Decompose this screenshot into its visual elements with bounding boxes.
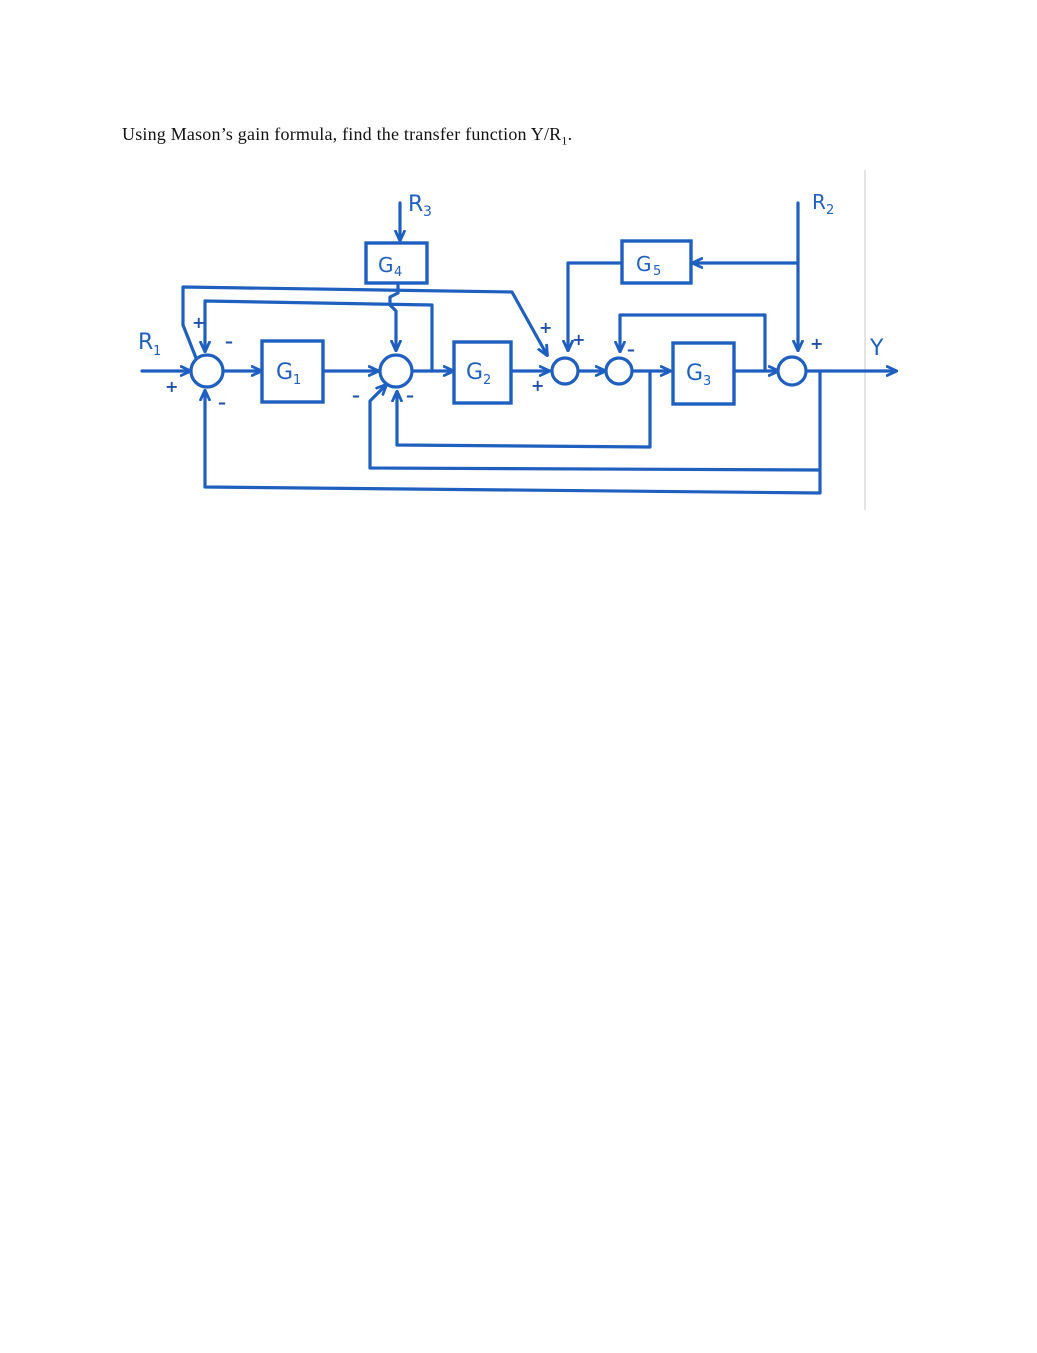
question-suffix: . [567, 124, 573, 144]
g4-to-s2-path [388, 283, 398, 350]
signal-r2: R 2 [812, 190, 834, 218]
s3-left-plus: + [531, 376, 544, 395]
s3-top-plus: + [572, 330, 585, 349]
block-g1: G 1 [260, 339, 325, 404]
block-g5: G 5 [620, 239, 693, 285]
s2-output-to-s1-path [205, 299, 434, 373]
question-main: Using Mason’s gain formula, find the tra… [122, 124, 562, 144]
block-g2: G 2 [452, 340, 513, 405]
g3-sub: 3 [703, 374, 711, 389]
s3-topleft-plus: + [539, 318, 552, 337]
g2-label: G [466, 360, 483, 385]
r1-sub: 1 [153, 344, 161, 359]
summing-junction-1 [189, 353, 225, 389]
s2-left-minus: – [352, 386, 360, 405]
s1-left-plus: + [165, 377, 178, 396]
g5-label: G [636, 252, 652, 276]
outer-feedback-path [205, 369, 822, 495]
summing-junction-3 [550, 356, 580, 386]
summing-junction-2 [378, 353, 414, 389]
question-subscript: 1 [561, 133, 568, 148]
s1-top-plus: + [192, 313, 205, 332]
block-g3: G 3 [671, 341, 736, 406]
y-to-s2-feedback-path [368, 385, 822, 472]
y-label: Y [869, 336, 884, 361]
g4-label: G [378, 253, 394, 277]
g4-sub: 4 [394, 265, 402, 280]
summing-junction-5 [776, 355, 808, 387]
block-diagram: G 1 G 2 G 3 G 4 G 5 R 1 R 3 [120, 165, 920, 515]
g3-output-to-s4-path [620, 313, 767, 373]
s2-bottom-minus: – [406, 386, 414, 405]
g2-sub: 2 [483, 373, 491, 388]
s4-top-minus: – [627, 340, 635, 359]
question-text: Using Mason’s gain formula, find the tra… [122, 124, 572, 149]
r1-label: R [138, 330, 153, 355]
g5-to-s3-path [568, 261, 622, 350]
g1-sub: 1 [293, 373, 301, 388]
summing-junction-4 [604, 356, 634, 386]
r2-sub: 2 [826, 203, 834, 218]
signal-r1: R 1 [138, 330, 161, 359]
g1-label: G [276, 360, 293, 385]
g5-sub: 5 [653, 264, 661, 279]
signal-paths [181, 201, 822, 495]
s5-top-plus: + [810, 334, 823, 353]
s1-bottom-minus: – [218, 393, 226, 412]
r2-label: R [812, 190, 826, 214]
r3-sub: 3 [423, 204, 432, 220]
r1-feedforward-path [181, 285, 547, 365]
g3-input-to-s2-path [397, 369, 652, 449]
s1-top-minus: – [225, 332, 233, 351]
block-g4: G 4 [364, 241, 429, 285]
signal-r3: R 3 [408, 192, 432, 220]
g3-label: G [686, 361, 703, 386]
r3-label: R [408, 192, 423, 217]
